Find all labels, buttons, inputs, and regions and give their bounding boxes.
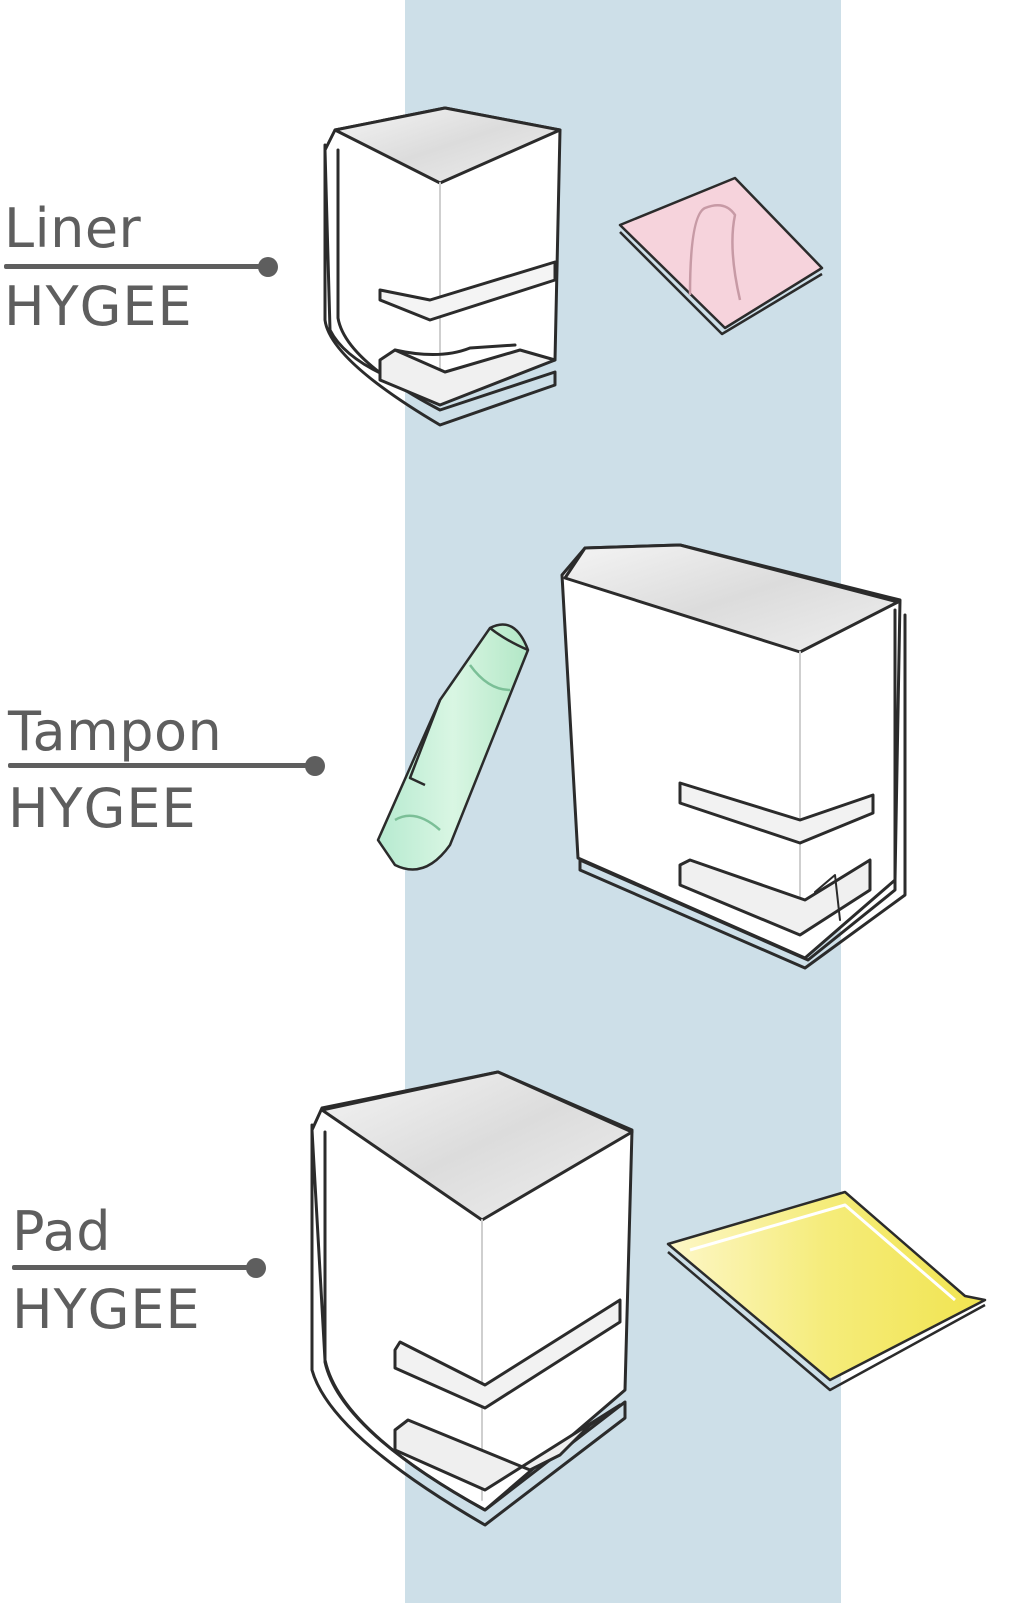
product-type-label: Tampon [8,700,223,763]
leader-line [12,1265,252,1270]
brand-label: HYGEE [4,275,193,338]
liner-sketch-icon [618,176,824,336]
brand-label: HYGEE [8,777,197,840]
liner-dispenser [323,106,562,427]
tampon-sketch-icon [376,623,530,871]
product-type-label: Liner [4,197,142,260]
tampon-dispenser [560,543,907,970]
leader-dot [246,1258,266,1278]
pad-sketch-icon [666,1190,987,1392]
leader-dot [305,756,325,776]
pad-dispenser [310,1070,634,1527]
brand-label: HYGEE [12,1278,201,1341]
product-type-label: Pad [12,1200,112,1263]
leader-dot [258,257,278,277]
leader-line [4,264,266,269]
leader-line [8,763,308,768]
